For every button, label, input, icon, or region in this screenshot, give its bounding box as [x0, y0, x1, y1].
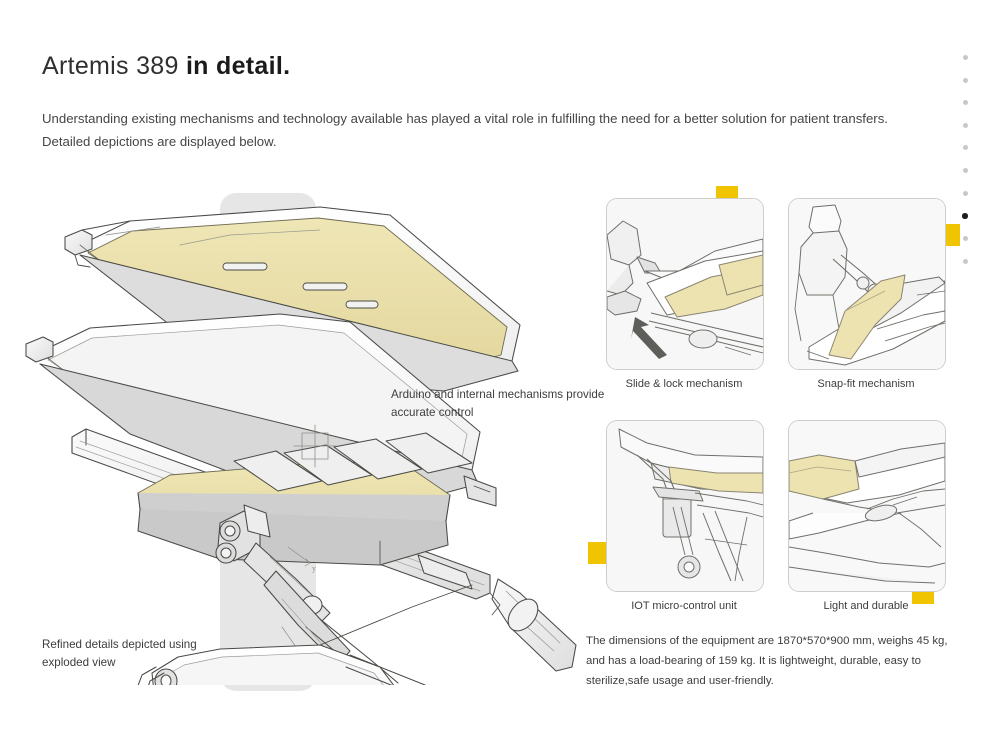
nav-dot-1[interactable]: [962, 55, 968, 60]
nav-dot-4[interactable]: [962, 122, 968, 128]
card-image-frame: [606, 420, 764, 592]
detail-card-light-durable[interactable]: Light and durable: [788, 420, 946, 612]
page-title: Artemis 389 in detail.: [42, 52, 290, 81]
callout-exploded-view: Refined details depicted using exploded …: [42, 638, 197, 669]
card-caption: Light and durable: [823, 600, 909, 612]
iot-unit-illustration: [607, 421, 763, 591]
nav-dot-8-active[interactable]: [962, 213, 968, 219]
exploded-view-illustration: y z: [20, 175, 604, 691]
nav-dot-2[interactable]: [962, 77, 968, 83]
nav-dot-5[interactable]: [962, 145, 968, 151]
snap-fit-illustration: [789, 199, 945, 369]
callout-arduino: Arduino and internal mechanisms provide …: [391, 388, 605, 419]
page-title-bold: in detail.: [185, 52, 291, 80]
nav-dot-10[interactable]: [962, 258, 968, 264]
detail-card-slide-lock[interactable]: Slide & lock mechanism: [606, 186, 764, 390]
card-caption: IOT micro-control unit: [631, 600, 737, 612]
stretcher-exploded-drawing: y z: [25, 206, 577, 685]
card-image-frame: [788, 420, 946, 592]
svg-text:y: y: [312, 564, 316, 573]
specifications-paragraph: The dimensions of the equipment are 1870…: [586, 635, 948, 687]
card-image-frame: [788, 198, 946, 370]
card-caption: Snap-fit mechanism: [817, 378, 915, 390]
detail-card-iot-unit[interactable]: IOT micro-control unit: [588, 420, 764, 612]
slide-lock-illustration: [607, 199, 763, 369]
detail-card-snap-fit[interactable]: Snap-fit mechanism: [788, 198, 960, 390]
nav-dot-3[interactable]: [962, 100, 968, 106]
card-caption: Slide & lock mechanism: [625, 378, 743, 390]
light-durable-illustration: [789, 421, 945, 591]
nav-dot-6[interactable]: [962, 167, 968, 173]
nav-dot-7[interactable]: [962, 190, 968, 196]
nav-dot-9[interactable]: [962, 236, 968, 242]
intro-paragraph: Understanding existing mechanisms and te…: [42, 111, 888, 149]
detail-card-grid: Slide & lock mechanism: [586, 186, 960, 612]
page-title-light: Artemis 389: [42, 52, 186, 80]
slide-nav-dots[interactable]: [958, 55, 972, 281]
double-arrow-icon: [631, 317, 667, 359]
layer-cream-platform: [137, 424, 473, 566]
card-image-frame: [606, 198, 764, 370]
layer-base-chassis: [137, 584, 473, 685]
